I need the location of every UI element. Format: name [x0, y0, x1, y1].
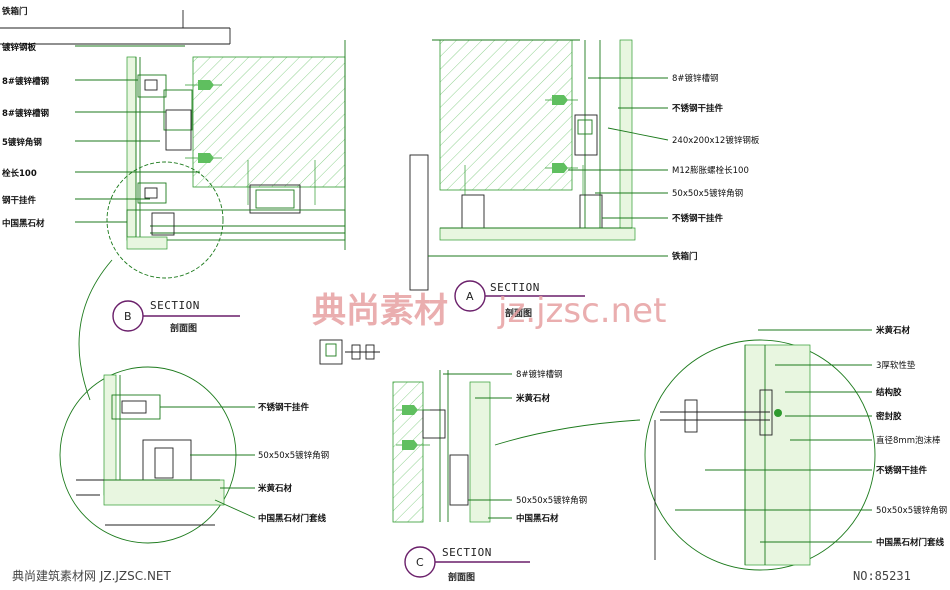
detail-b-labels: 铁箱门 镀锌钢板 8#镀锌槽钢 8#镀锌槽钢 5镀锌角钢 栓长100 钢干挂件 … — [2, 6, 50, 229]
a-label-2: 240x200x12镀锌钢板 — [672, 135, 760, 146]
c-label-2: 50x50x5镀锌角钢 — [516, 495, 587, 506]
c-label-0: 8#镀锌槽钢 — [516, 369, 563, 380]
detail-b-zoom — [59, 366, 256, 544]
cz-label-1: 3厚软性垫 — [876, 360, 916, 371]
b-label-5: 栓长100 — [2, 168, 37, 179]
cz-label-0: 米黄石材 — [876, 325, 911, 336]
watermark: 典尚素材 jz.jzsc.net — [312, 291, 666, 331]
b-label-0: 铁箱门 — [2, 6, 28, 17]
watermark-cn: 典尚素材 — [312, 291, 448, 331]
detail-b-zoom-labels: 不锈钢干挂件 50x50x5镀锌角钢 米黄石材 中国黑石材门套线 — [258, 402, 329, 524]
detail-a-labels: 8#镀锌槽钢 不锈钢干挂件 240x200x12镀锌钢板 M12膨胀螺栓长100… — [672, 73, 760, 262]
a-label-4: 50x50x5镀锌角钢 — [672, 188, 743, 199]
cz-label-5: 不锈钢干挂件 — [876, 465, 928, 476]
section-a-word: SECTION — [490, 281, 540, 294]
footer-site: 典尚建筑素材网 JZ.JZSC.NET — [12, 568, 172, 583]
cz-label-2: 结构胶 — [876, 387, 902, 398]
section-b-badge: B SECTION 剖面图 — [112, 299, 240, 334]
c-label-3: 中国黑石材 — [516, 513, 559, 524]
a-label-5: 不锈钢干挂件 — [672, 213, 724, 224]
b-label-2: 8#镀锌槽钢 — [2, 76, 50, 87]
bz-label-1: 50x50x5镀锌角钢 — [258, 450, 329, 461]
section-c-word: SECTION — [442, 546, 492, 559]
detail-b-drawing — [0, 10, 346, 279]
cz-label-6: 50x50x5镀锌角钢 — [876, 505, 947, 516]
section-c-letter: C — [416, 556, 424, 569]
section-b-letter: B — [124, 310, 132, 323]
cz-label-3: 密封胶 — [875, 411, 902, 422]
b-label-4: 5镀锌角钢 — [2, 137, 42, 148]
section-a-badge: A SECTION 剖面图 — [454, 280, 585, 319]
b-label-1: 镀锌钢板 — [2, 42, 37, 53]
detail-c-zoom-labels: 米黄石材 3厚软性垫 结构胶 密封胶 直径8mm泡沫棒 不锈钢干挂件 50x50… — [875, 325, 947, 548]
detail-c-drawing — [392, 370, 512, 523]
a-label-1: 不锈钢干挂件 — [672, 103, 724, 114]
section-c-badge: C SECTION 剖面图 — [404, 546, 530, 583]
detail-a-drawing — [409, 39, 669, 291]
section-b-word: SECTION — [150, 299, 200, 312]
a-label-0: 8#镀锌槽钢 — [672, 73, 719, 84]
detail-c-zoom — [644, 329, 876, 571]
cz-label-4: 直径8mm泡沫棒 — [876, 435, 941, 446]
section-c-sub: 剖面图 — [448, 571, 475, 583]
bz-label-0: 不锈钢干挂件 — [258, 402, 310, 413]
a-label-6: 铁箱门 — [672, 251, 698, 262]
detail-c-labels: 8#镀锌槽钢 米黄石材 50x50x5镀锌角钢 中国黑石材 — [516, 369, 587, 524]
section-a-letter: A — [466, 290, 474, 303]
section-a-sub: 剖面图 — [505, 307, 532, 319]
b-label-7: 中国黑石材 — [2, 218, 45, 229]
a-label-3: M12膨胀螺栓长100 — [672, 165, 749, 176]
b-label-6: 钢干挂件 — [2, 195, 37, 206]
c-label-1: 米黄石材 — [516, 393, 551, 404]
small-bracket-symbol — [319, 339, 380, 365]
section-b-sub: 剖面图 — [170, 322, 197, 334]
bz-label-3: 中国黑石材门套线 — [258, 513, 327, 524]
b-label-3: 8#镀锌槽钢 — [2, 108, 50, 119]
cz-label-7: 中国黑石材门套线 — [876, 537, 945, 548]
footer-number: NO:85231 — [853, 569, 911, 583]
bz-label-2: 米黄石材 — [258, 483, 293, 494]
watermark-url: jz.jzsc.net — [497, 291, 666, 331]
